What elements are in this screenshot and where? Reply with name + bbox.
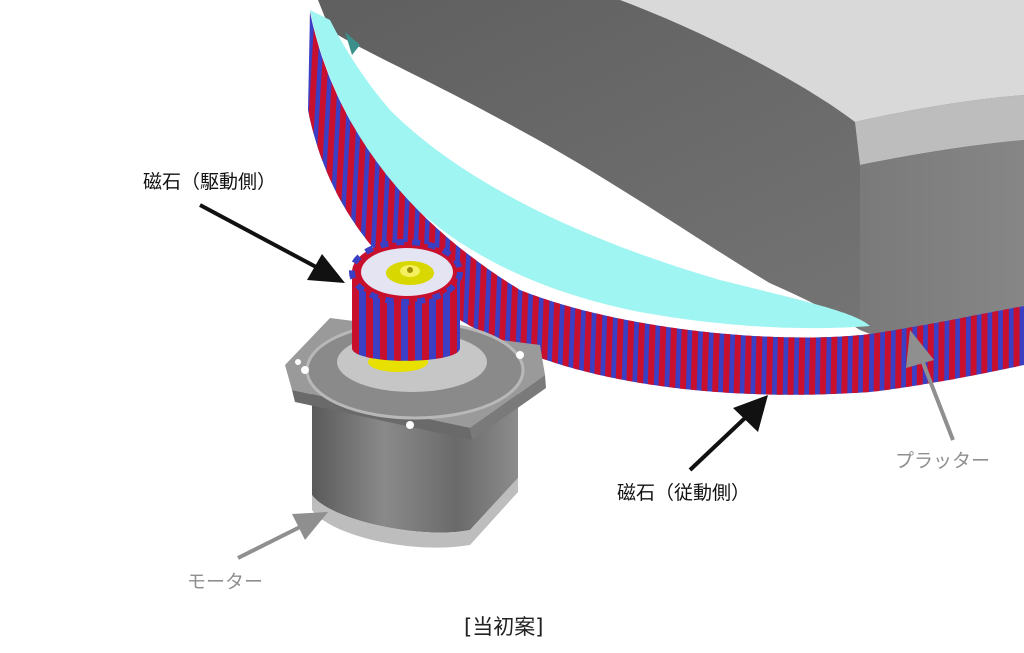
drum-stripe	[436, 272, 443, 361]
drum-stripe	[422, 272, 429, 361]
motor	[285, 318, 546, 548]
motor-label: モーター	[187, 571, 264, 593]
driven-magnet-label: 磁石（従動側）	[617, 482, 751, 504]
drum-stripe	[380, 272, 387, 361]
drum-stripe	[394, 272, 401, 361]
platter-rim	[310, 10, 870, 329]
arrow-driven-magnet	[688, 395, 768, 472]
arrow-drive-magnet	[199, 203, 345, 283]
drum-stripe	[366, 272, 373, 361]
drive-magnet-label: 磁石（駆動側）	[143, 171, 277, 193]
arrow-platter	[906, 330, 955, 441]
drum-stripe	[450, 272, 457, 361]
arrow-motor	[237, 512, 328, 560]
drum-stripe	[408, 272, 415, 361]
drum-stripe	[352, 272, 359, 361]
figure-caption: [当初案]	[464, 615, 544, 639]
drive-magnet-drum	[349, 239, 463, 361]
platter-label: プラッター	[895, 450, 991, 472]
ring-stripe	[308, 12, 322, 395]
